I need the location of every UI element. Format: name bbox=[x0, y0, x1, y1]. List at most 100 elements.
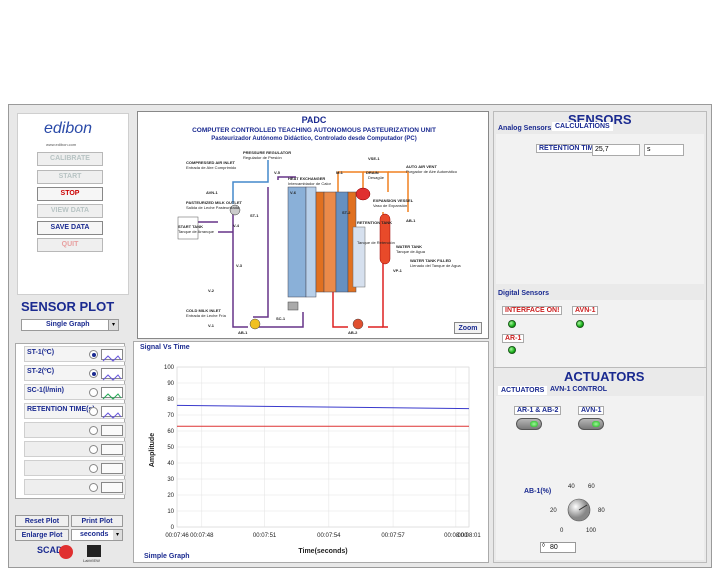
sensor-item-label: ST-1(ºC) bbox=[27, 349, 55, 356]
ab1-knob[interactable]: 40 60 20 80 0 100 bbox=[546, 480, 626, 550]
x-tick-label: 00:08:00 bbox=[444, 533, 468, 539]
start-tank bbox=[177, 216, 199, 240]
stop-button[interactable]: STOP bbox=[37, 187, 103, 201]
sensor-item-empty[interactable] bbox=[24, 441, 126, 457]
tab-analog-sensors[interactable]: Analog Sensors bbox=[498, 125, 552, 132]
chevron-down-icon[interactable]: ▾ bbox=[108, 320, 118, 330]
line-style-swatch[interactable] bbox=[101, 463, 123, 474]
svg-text:EXPANSION VESSEL: EXPANSION VESSEL bbox=[373, 198, 414, 203]
svg-text:Entrada de Aire Comprimido: Entrada de Aire Comprimido bbox=[186, 165, 237, 170]
avn1-sensor-label: AVN-1 bbox=[572, 306, 599, 315]
sensor-radio[interactable] bbox=[89, 369, 98, 378]
scada-logo: SCADA bbox=[37, 545, 70, 555]
svg-text:AUTO AIR VENT: AUTO AIR VENT bbox=[406, 164, 437, 169]
line-style-swatch[interactable] bbox=[101, 349, 123, 362]
x-tick-label: 00:07:51 bbox=[253, 533, 277, 539]
sensor-radio[interactable] bbox=[89, 464, 98, 473]
line-style-swatch[interactable] bbox=[101, 444, 123, 455]
line-style-swatch[interactable] bbox=[101, 387, 123, 400]
units-select[interactable]: seconds ▾ bbox=[71, 529, 123, 541]
sensor-item-retention[interactable]: RETENTION TIME(s) bbox=[24, 403, 126, 419]
interface-led bbox=[508, 320, 516, 328]
actuators-title: ACTUATORS bbox=[564, 369, 645, 384]
retention-time-unit: s bbox=[644, 144, 684, 156]
sensor-item-st1[interactable]: ST-1(ºC) bbox=[24, 346, 126, 362]
svg-text:Tanque de Arranque: Tanque de Arranque bbox=[178, 229, 215, 234]
sensor-radio[interactable] bbox=[89, 445, 98, 454]
svg-text:VSE-1: VSE-1 bbox=[368, 156, 380, 161]
ar1-ab2-toggle[interactable] bbox=[516, 418, 542, 430]
sensor-item-empty[interactable] bbox=[24, 460, 126, 476]
svg-text:WATER TANK: WATER TANK bbox=[396, 244, 422, 249]
tab-calculations[interactable]: CALCULATIONS bbox=[552, 122, 613, 131]
line-style-swatch[interactable] bbox=[101, 425, 123, 436]
svg-text:V-3: V-3 bbox=[236, 263, 243, 268]
calibrate-button[interactable]: CALIBRATE bbox=[37, 152, 103, 166]
water-tank bbox=[379, 213, 391, 265]
y-tick-label: 30 bbox=[167, 477, 174, 483]
sensor-item-empty[interactable] bbox=[24, 422, 126, 438]
diagram-title: PADC bbox=[302, 115, 327, 125]
reset-plot-button[interactable]: Reset Plot bbox=[15, 515, 69, 527]
svg-text:M-1: M-1 bbox=[336, 170, 344, 175]
svg-text:Regulador de Presión: Regulador de Presión bbox=[243, 155, 282, 160]
chevron-down-icon[interactable]: ▾ bbox=[113, 530, 122, 540]
avn1-toggle[interactable] bbox=[578, 418, 604, 430]
view-data-button[interactable]: VIEW DATA bbox=[37, 204, 103, 218]
print-plot-button[interactable]: Print Plot bbox=[71, 515, 123, 527]
tab-actuators[interactable]: ACTUATORS bbox=[498, 386, 548, 395]
line-style-swatch[interactable] bbox=[101, 406, 123, 419]
sensor-radio[interactable] bbox=[89, 388, 98, 397]
sensor-radio[interactable] bbox=[89, 483, 98, 492]
digital-sensors-title: Digital Sensors bbox=[498, 290, 549, 297]
graph-mode-value: Single Graph bbox=[46, 321, 90, 328]
ar1-ab2-label: AR-1 & AB-2 bbox=[514, 406, 562, 415]
sensor-plot-title: SENSOR PLOT bbox=[21, 299, 115, 314]
sensor-item-st2[interactable]: ST-2(ºC) bbox=[24, 365, 126, 381]
quit-button[interactable]: QUIT bbox=[37, 238, 103, 252]
interface-on-label: INTERFACE ON! bbox=[502, 306, 563, 315]
units-value: seconds bbox=[80, 531, 109, 538]
y-grid bbox=[177, 366, 469, 528]
avn1-led bbox=[576, 320, 584, 328]
svg-text:COLD MILK INLET: COLD MILK INLET bbox=[186, 308, 221, 313]
sensor-item-empty[interactable] bbox=[24, 479, 126, 495]
enlarge-plot-button[interactable]: Enlarge Plot bbox=[15, 529, 69, 541]
x-tick-label: 00:07:46 bbox=[165, 533, 189, 539]
svg-text:AB-1: AB-1 bbox=[406, 218, 416, 223]
sensor-item-label: SC-1(l/min) bbox=[27, 387, 64, 394]
sensor-radio[interactable] bbox=[89, 407, 98, 416]
sensor-radio[interactable] bbox=[89, 426, 98, 435]
sensor-item-sc1[interactable]: SC-1(l/min) bbox=[24, 384, 126, 400]
tab-avn1-control[interactable]: AVN-1 CONTROL bbox=[550, 386, 608, 393]
tab-signal-vs-time[interactable]: Signal Vs Time bbox=[140, 344, 190, 351]
knob-tick-0: 0 bbox=[560, 528, 564, 534]
sensor-radio[interactable] bbox=[89, 350, 98, 359]
start-button[interactable]: START bbox=[37, 170, 103, 184]
graph-mode-select[interactable]: Single Graph ▾ bbox=[21, 319, 119, 331]
save-data-button[interactable]: SAVE DATA bbox=[37, 221, 103, 235]
svg-text:V-1: V-1 bbox=[208, 323, 215, 328]
edibon-url: www.edibon.com bbox=[46, 142, 77, 147]
knob-value: 80 bbox=[550, 544, 558, 551]
line-style-swatch[interactable] bbox=[101, 368, 123, 381]
svg-text:Intercambiador de Calor: Intercambiador de Calor bbox=[288, 181, 332, 186]
zoom-button[interactable]: Zoom bbox=[454, 322, 482, 334]
knob-tick-80: 80 bbox=[598, 508, 605, 514]
x-grid bbox=[176, 367, 470, 527]
sensor-item-label: ST-2(ºC) bbox=[27, 368, 55, 375]
labview-logo bbox=[87, 545, 101, 557]
chart-series bbox=[176, 404, 470, 427]
svg-text:V-4: V-4 bbox=[233, 223, 240, 228]
knob-tick-60: 60 bbox=[588, 484, 595, 490]
svg-text:WATER TANK FILLED: WATER TANK FILLED bbox=[410, 258, 451, 263]
y-tick-label: 80 bbox=[167, 397, 174, 403]
stepper-icon[interactable]: ◊ bbox=[542, 543, 545, 549]
knob-tick-40: 40 bbox=[568, 484, 575, 490]
x-tick-label: 00:07:57 bbox=[381, 533, 405, 539]
line-style-swatch[interactable] bbox=[101, 482, 123, 493]
knob-value-field[interactable]: ◊ 80 bbox=[540, 542, 576, 553]
